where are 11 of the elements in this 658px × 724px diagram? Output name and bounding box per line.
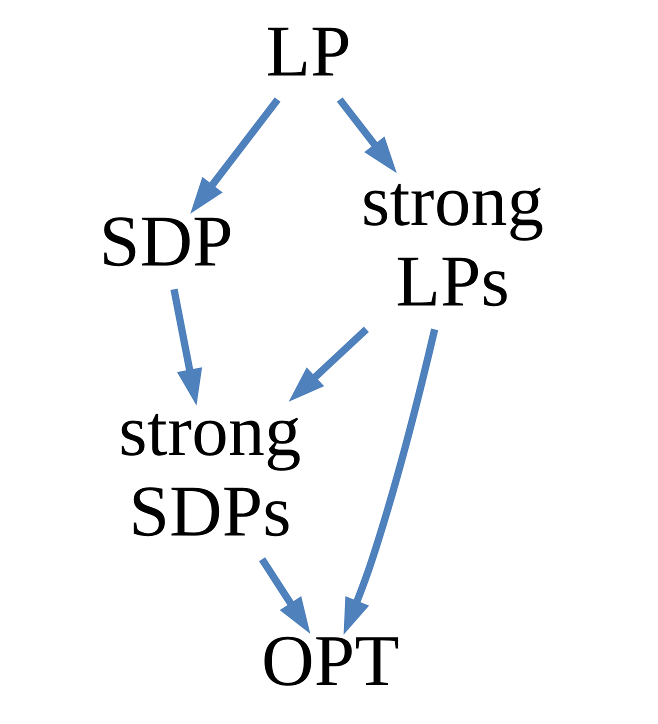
arrow xyxy=(288,326,369,402)
arrow xyxy=(170,288,202,406)
arrow xyxy=(190,97,280,214)
node-text: strong LPs xyxy=(361,160,544,322)
node-text: OPT xyxy=(261,620,400,701)
arrow xyxy=(259,557,310,634)
node-text: LP xyxy=(266,10,352,92)
arrow xyxy=(344,328,438,635)
node-text: strong SDPs xyxy=(118,390,302,552)
arrow xyxy=(336,97,397,174)
node-text: SDP xyxy=(99,200,234,282)
